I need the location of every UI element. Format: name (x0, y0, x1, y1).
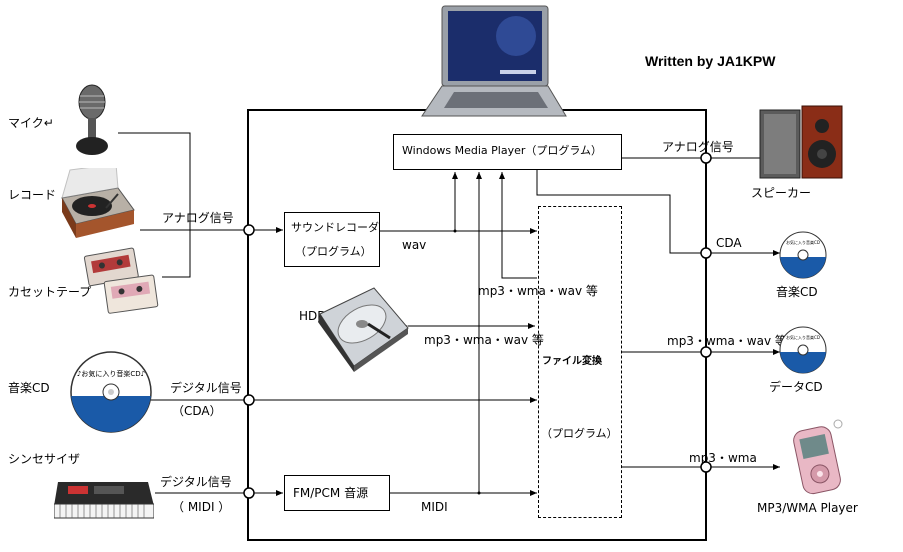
output-cd-icon: お気に入り音楽CD (779, 231, 827, 279)
sound-recorder-label: サウンドレコーダ (291, 221, 379, 234)
file-convert-program: （プログラム） (541, 427, 618, 440)
file-convert-block: ファイル変換 （プログラム） (538, 206, 622, 518)
record-label: レコード (8, 188, 57, 202)
keyboard-icon (54, 482, 154, 519)
mp3-wav-out-label: mp3・wma・wav 等 (667, 334, 787, 348)
hdd-icon (318, 287, 409, 372)
mic-line (118, 132, 191, 230)
data-cd-icon: お気に入り音楽CD (779, 326, 827, 374)
fm-pcm-block: FM/PCM 音源 (284, 475, 390, 511)
author-credit: Written by JA1KPW (645, 53, 776, 69)
digital-cda-label: デジタル信号 (170, 381, 242, 395)
data-cd-text: お気に入り音楽CD (786, 334, 820, 340)
cassette-icon (83, 247, 159, 314)
digital-midi-label: デジタル信号 (160, 475, 232, 489)
file-convert-label: ファイル変換 (542, 356, 602, 367)
music-cd-out-label: 音楽CD (776, 285, 818, 299)
synth-label: シンセサイザ (8, 452, 81, 466)
data-cd-label: データCD (769, 380, 823, 394)
analog-in-label: アナログ信号 (162, 211, 234, 225)
source-cd-text: ♪お気に入り音楽CD♪ (77, 369, 145, 378)
cassette-line (162, 230, 191, 278)
wmp-label: Windows Media Player（プログラム） (402, 144, 603, 157)
laptop-icon (421, 5, 567, 117)
wav-label: wav (402, 238, 427, 252)
mp3-player-icon (793, 419, 843, 495)
source-cd-icon: ♪お気に入り音楽CD♪ (70, 351, 152, 433)
mp3-wav-label-1: mp3・wma・wav 等 (478, 284, 598, 298)
mp3-wav-label-2: mp3・wma・wav 等 (424, 333, 544, 347)
mp3-wma-out-label: mp3・wma (689, 451, 757, 465)
microphone-icon (76, 84, 108, 155)
speaker-label: スピーカー (751, 186, 812, 200)
player-label: MP3/WMA Player (757, 501, 858, 515)
turntable-icon (61, 168, 135, 238)
music-cd-source-label: 音楽CD (8, 381, 50, 395)
mic-label: マイク↵ (8, 116, 54, 130)
wmp-block: Windows Media Player（プログラム） (393, 134, 622, 170)
sound-recorder-program: （プログラム） (295, 245, 372, 258)
cassette-label: カセットテープ (8, 285, 92, 299)
sound-recorder-block: サウンドレコーダ （プログラム） (284, 212, 380, 267)
midi-label: MIDI (421, 500, 448, 514)
midi-paren-label: （ MIDI ） (172, 500, 231, 514)
analog-out-label: アナログ信号 (662, 140, 734, 154)
speaker-icon (759, 105, 843, 179)
fm-pcm-label: FM/PCM 音源 (293, 486, 369, 500)
output-cd-text: お気に入り音楽CD (786, 239, 820, 245)
cda-out-label: CDA (716, 236, 742, 250)
cda-paren-label: （CDA） (172, 404, 222, 418)
